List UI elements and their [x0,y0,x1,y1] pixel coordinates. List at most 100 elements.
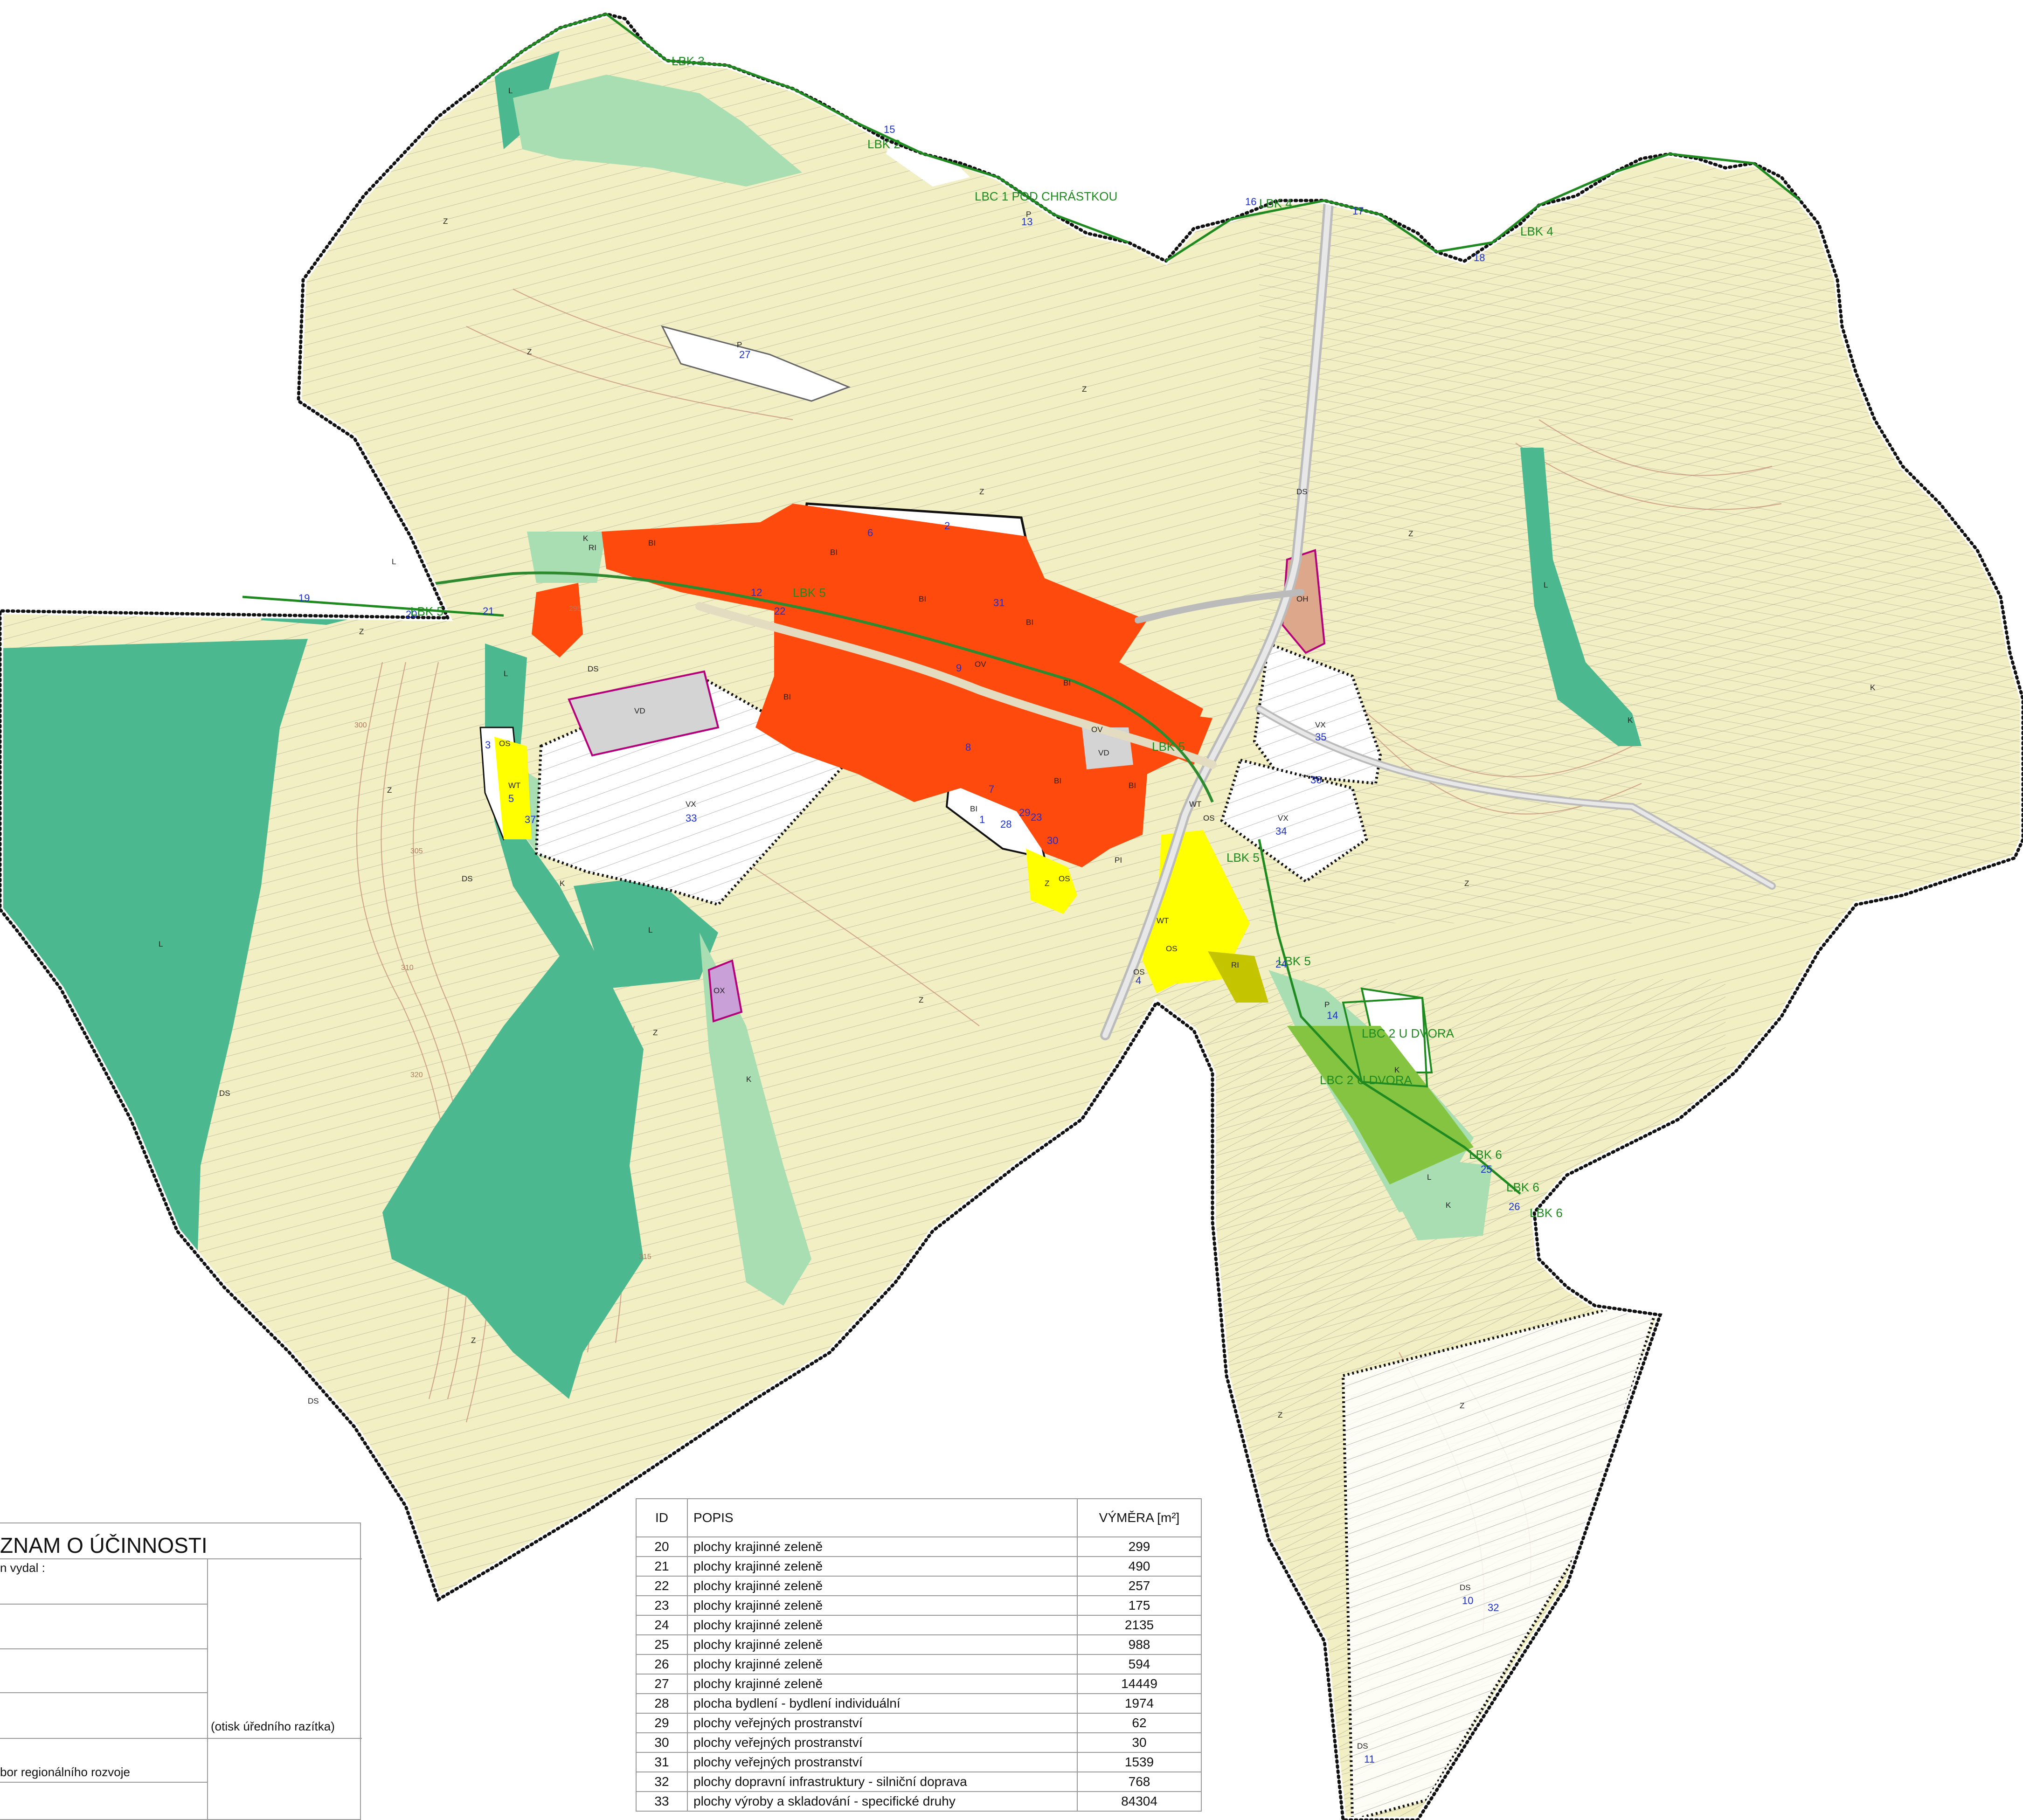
zone-code: OV [1091,725,1103,734]
header-description: POPIS [687,1498,1078,1537]
zone-code: L [648,926,652,934]
zone-code: OV [975,660,986,669]
eco-label: LBK 6 [1469,1148,1502,1162]
zone-code: DS [462,874,473,883]
divider [0,1558,362,1559]
divider [207,1559,208,1820]
row-area: 175 [1077,1595,1202,1616]
area-id: 18 [1474,252,1485,263]
zone-code: DS [588,664,599,673]
eco-label: LBK 6 [1506,1180,1539,1194]
eco-label: LBK 5 [1152,740,1185,754]
zone-code: OS [1203,814,1215,823]
eco-label: LBK 4 [1520,224,1553,238]
row-description: plochy veřejných prostranství [687,1713,1078,1733]
zone-code: Z [653,1028,658,1037]
zone-code: RI [1231,961,1239,969]
row-description: plocha bydlení - bydlení individuální [687,1693,1078,1714]
eco-label: LBC 1 POD CHRÁSTKOU [975,189,1117,203]
area-id: 37 [525,814,536,825]
area-id: 20 [406,609,417,620]
area-id: 16 [1245,196,1256,208]
row-description: plochy dopravní infrastruktury - silničn… [687,1772,1078,1792]
area-id: 15 [884,124,895,135]
validity-record-box: ZNAM O ÚČINNOSTI n vydal : (otisk úřední… [0,1522,362,1820]
zone-code: Z [1464,879,1469,888]
row-description: plochy výroby a skladování - specifické … [687,1791,1078,1812]
zone-code: Z [443,217,448,226]
area-id: 9 [956,662,962,674]
row-area: 14449 [1077,1674,1202,1694]
header-area: VÝMĚRA [m²] [1077,1498,1202,1537]
row-area: 257 [1077,1576,1202,1596]
zone-code: Z [1408,529,1413,538]
zone-code: WT [1157,916,1169,925]
zone-code: P [1324,1000,1330,1009]
row-area: 299 [1077,1536,1202,1557]
row-area: 2135 [1077,1615,1202,1635]
zone-code: K [1870,683,1876,692]
row-id: 24 [636,1615,688,1635]
zone-code: VD [634,706,645,715]
divider [0,1738,362,1739]
eco-corridors [242,13,1801,1195]
row-id: 23 [636,1595,688,1616]
eco-label: LBK 3 [672,54,705,68]
row-area: 1974 [1077,1693,1202,1714]
contour-value-labels: 295 300 305 310 315 320 [354,605,651,1261]
area-id: 30 [1047,835,1058,846]
zone-code: L [1544,581,1548,589]
zone-code: OS [1133,968,1145,976]
zone-code: BI [919,595,926,603]
eco-label: LBK 4 [1259,196,1292,210]
zone-code: BI [970,804,977,813]
row-description: plochy krajinné zeleně [687,1674,1078,1694]
row-area: 84304 [1077,1791,1202,1812]
area-id: 22 [774,605,785,617]
zone-code: Z [1082,385,1087,394]
zone-code: L [1427,1173,1431,1182]
eco-label: LBC 2 U DVORA [1362,1026,1455,1040]
zone-code: DS [1460,1583,1471,1592]
zone-code: Z [1045,879,1049,888]
contour-value: 305 [410,847,423,855]
area-id-labels: 1 2 3 4 5 6 7 8 9 10 11 12 13 14 15 16 1… [298,124,1520,1765]
area-id: 25 [1481,1163,1492,1175]
row-description: plochy krajinné zeleně [687,1576,1078,1596]
row-description: plochy krajinné zeleně [687,1615,1078,1635]
area-id: 21 [483,605,494,617]
zone-code: Z [1460,1401,1464,1410]
area-id: 6 [867,527,873,539]
row-id: 30 [636,1732,688,1753]
zone-code: Z [359,627,364,636]
area-id: 2 [944,520,950,532]
zone-code: BI [1054,776,1061,785]
zone-code: PI [1115,856,1122,865]
area-id: 5 [508,793,514,804]
zone-code: DS [1296,487,1308,496]
header-id: ID [636,1498,688,1537]
row-id: 32 [636,1772,688,1792]
row-id: 20 [636,1536,688,1557]
area-id: 31 [993,597,1005,609]
validity-title: ZNAM O ÚČINNOSTI [0,1533,208,1557]
validity-frame [0,1522,361,1820]
zone-code: K [1628,716,1633,725]
area-id: 19 [298,592,310,604]
area-id: 27 [739,349,750,360]
area-id: 10 [1462,1595,1473,1606]
zone-code: DS [219,1089,230,1098]
contour-value: 295 [569,605,582,613]
zone-code: BI [783,692,791,701]
